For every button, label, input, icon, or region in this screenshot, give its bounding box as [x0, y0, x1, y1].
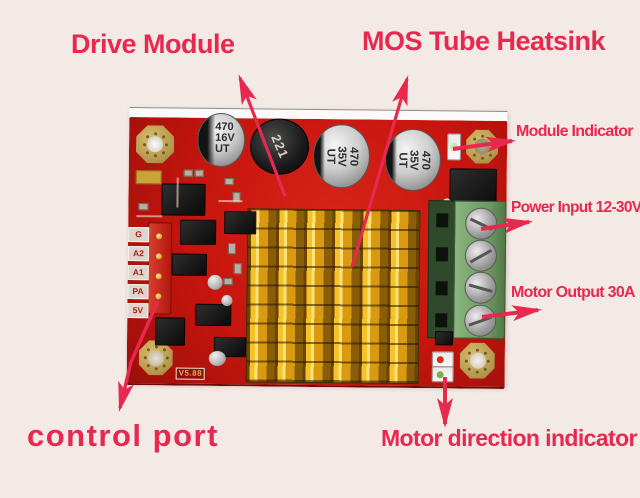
- mounting-hole: [469, 353, 485, 369]
- header-pin: [155, 253, 162, 260]
- smd-resistor: [194, 169, 204, 177]
- mounting-hole: [474, 139, 490, 155]
- wire-hole: [435, 247, 449, 262]
- wire-hole: [436, 213, 449, 228]
- terminal-screw-motor-1: [464, 271, 497, 304]
- led-glow: [436, 356, 444, 364]
- smd-inductor: [135, 170, 162, 185]
- wire-hole: [435, 313, 448, 328]
- led-glow: [450, 142, 459, 152]
- inductor-marking: 221: [267, 132, 292, 161]
- pin-label-g: G: [128, 227, 150, 243]
- smd-resistor: [138, 203, 149, 211]
- terminal-screw-motor-2: [464, 304, 497, 337]
- smd-ic: [434, 331, 454, 346]
- smd-ic: [154, 317, 186, 346]
- silkscreen-line: [218, 199, 243, 203]
- driver-board-photo: 470 16V UT 221 470 35V UT 470 35V UT: [126, 107, 508, 389]
- capacitor-marking: 470: [419, 150, 432, 170]
- screw-terminal-block: [427, 200, 507, 339]
- terminal-screw-power-2: [464, 239, 498, 272]
- smd-resistor: [227, 243, 237, 255]
- smd-ic: [171, 253, 207, 276]
- solder-joint: [208, 350, 226, 367]
- power-capacitor-1: 470 35V UT: [312, 123, 371, 189]
- control-pin-header: [147, 222, 173, 315]
- silkscreen-line: [176, 177, 179, 208]
- power-capacitor-2: 470 35V UT: [384, 128, 442, 192]
- label-control-port: control port: [27, 418, 219, 453]
- smd-resistor: [223, 278, 233, 286]
- label-motor-direction: Motor direction indicator: [381, 425, 637, 451]
- terminal-screw-power-1: [465, 207, 498, 240]
- smd-ic: [180, 219, 217, 245]
- smd-ic: [161, 183, 206, 216]
- capacitor-sleeve: [197, 113, 216, 166]
- label-motor-output: Motor Output 30A: [511, 284, 636, 301]
- header-pin: [155, 293, 162, 300]
- silkscreen-line: [136, 215, 163, 218]
- capacitor-marking: 35V: [336, 145, 349, 167]
- module-indicator-led: [446, 133, 462, 161]
- smd-resistor: [233, 263, 242, 275]
- pin-label-a1: A1: [127, 265, 149, 281]
- direction-led-reverse: [431, 366, 454, 383]
- terminal-body: [427, 200, 457, 339]
- capacitor-marking: UT: [214, 143, 230, 156]
- wire-hole: [435, 281, 448, 296]
- smd-ic: [195, 303, 232, 327]
- capacitor-marking: 35V: [407, 149, 420, 171]
- pin-label-5v: 5V: [127, 303, 149, 319]
- pin-label-a2: A2: [127, 246, 149, 262]
- direction-led-forward: [431, 351, 454, 368]
- label-drive-module: Drive Module: [71, 29, 235, 59]
- label-module-indicator: Module Indicator: [516, 123, 634, 140]
- smd-resistor: [183, 169, 193, 177]
- mos-heatsink: [245, 208, 421, 385]
- header-pin: [156, 233, 163, 240]
- solder-joint: [221, 295, 233, 307]
- terminal-top: [453, 200, 507, 339]
- capacitor-marking: UT: [324, 148, 337, 164]
- inductor: 221: [249, 118, 310, 175]
- solder-joint: [207, 274, 223, 291]
- smd-ic: [224, 211, 257, 235]
- mounting-hole: [148, 350, 164, 366]
- led-glow: [436, 371, 444, 379]
- capacitor-marking: UT: [396, 152, 409, 168]
- label-mos-heatsink: MOS Tube Heatsink: [362, 26, 606, 56]
- mounting-hole: [147, 136, 163, 152]
- smd-resistor: [224, 178, 234, 186]
- header-pin: [155, 273, 162, 280]
- capacitor-marking: 470: [347, 146, 360, 167]
- silkscreen-version: V5.88: [175, 367, 206, 380]
- label-power-input: Power Input 12-30V: [511, 199, 640, 216]
- pin-label-pa: PA: [127, 284, 149, 300]
